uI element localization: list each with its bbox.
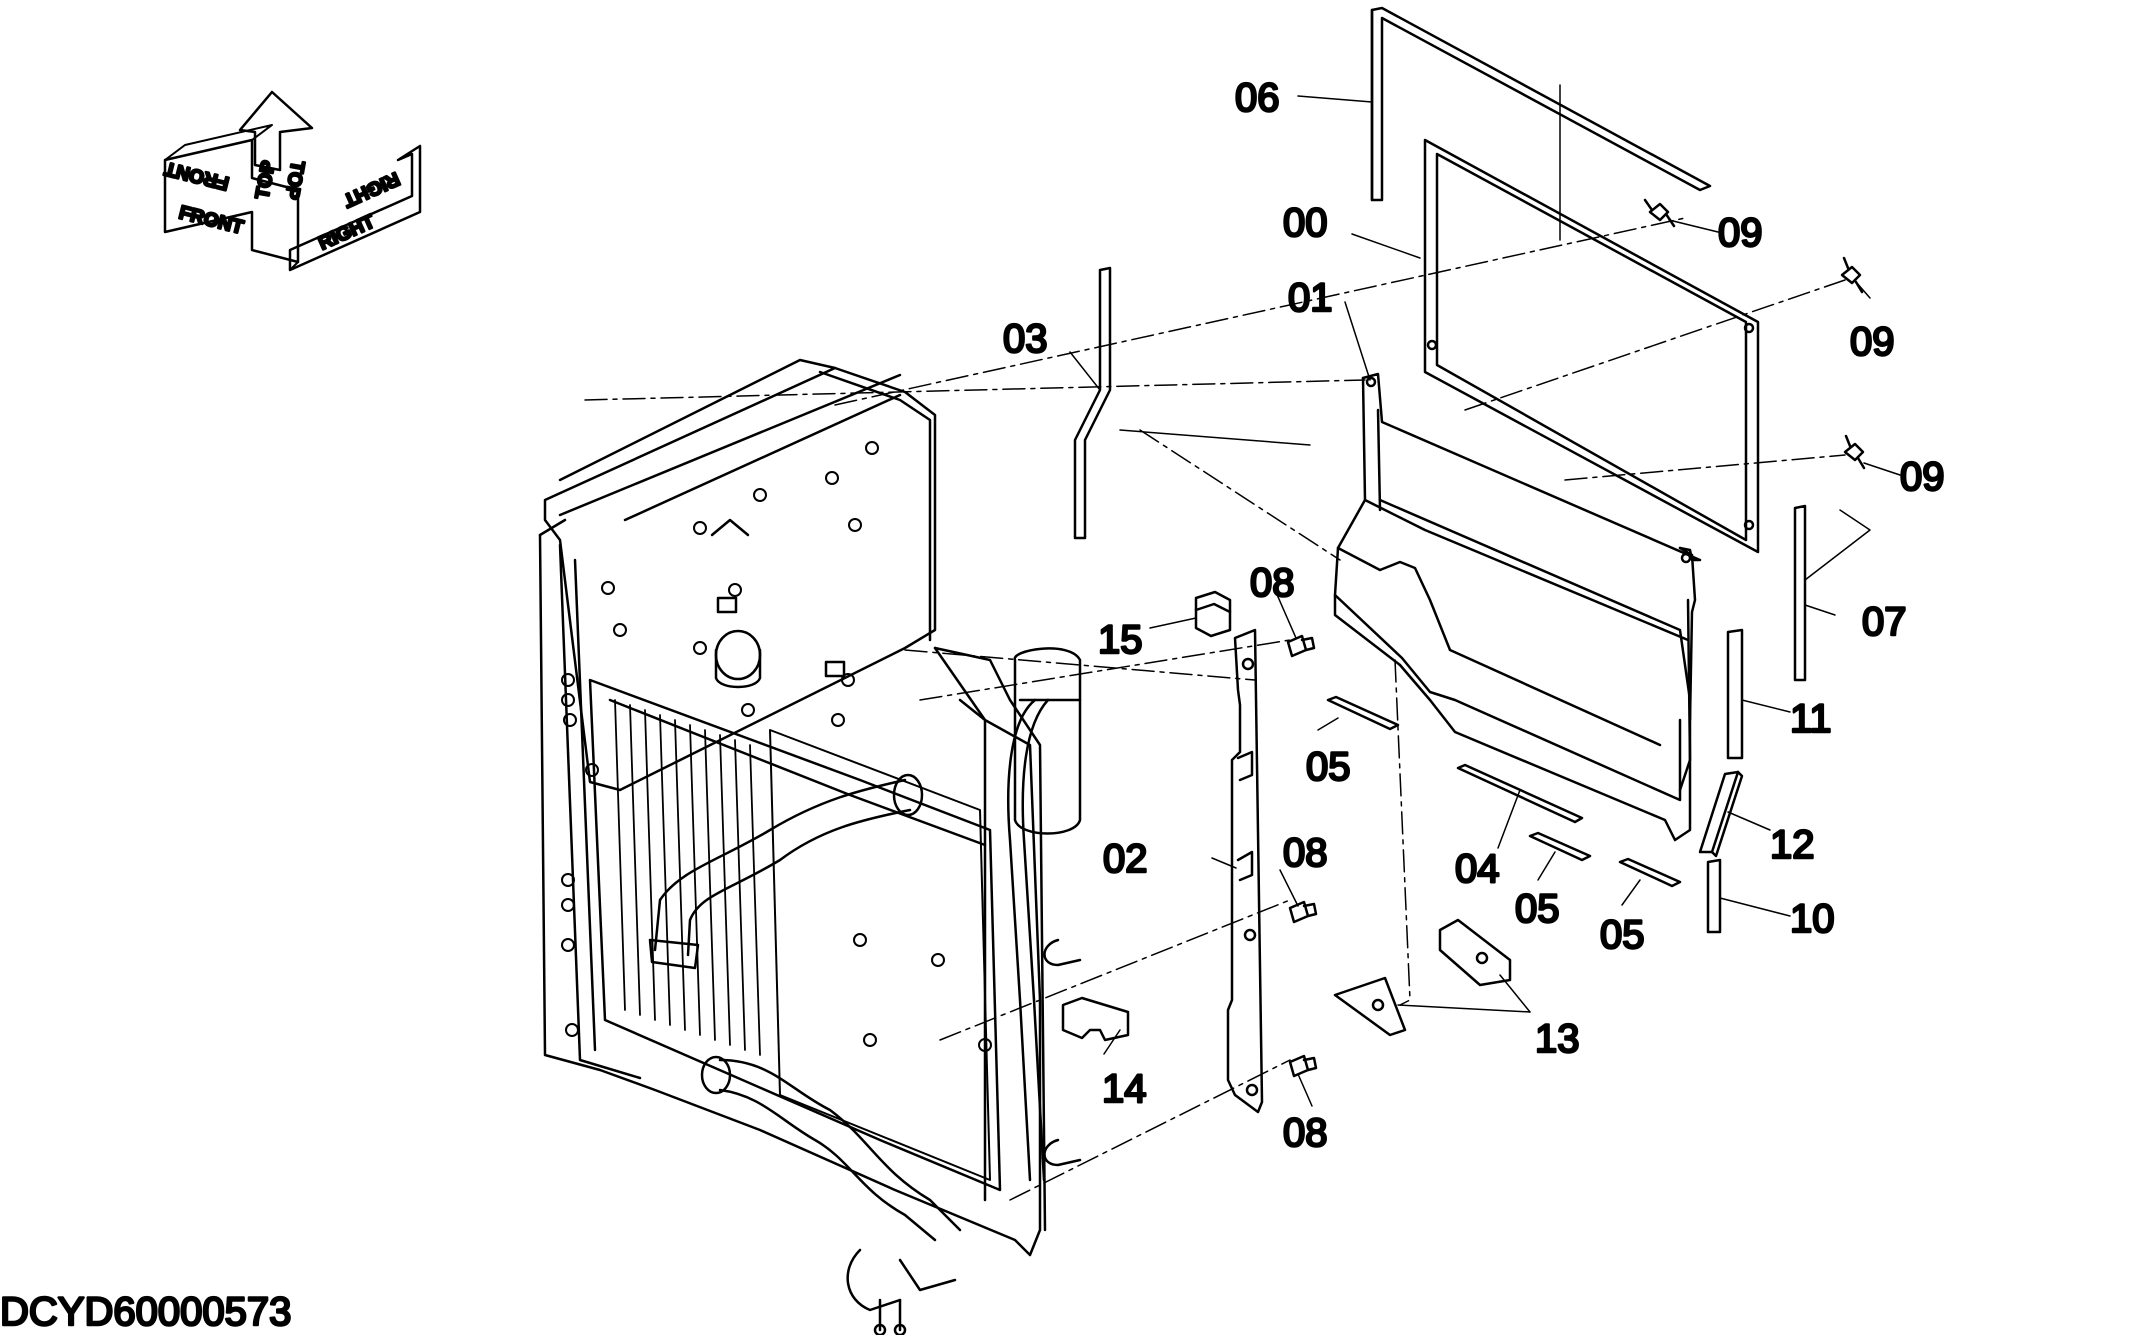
callout-12: 12 bbox=[1770, 823, 1815, 867]
part-02-plate bbox=[1226, 628, 1264, 1114]
part-01-cover bbox=[1333, 372, 1702, 842]
orientation-indicator: FRONT FRONT TOP TOP RIGHT RIGHT bbox=[161, 90, 422, 272]
callout-06: 06 bbox=[1235, 76, 1280, 120]
callout-08-a: 08 bbox=[1250, 561, 1295, 605]
part-15-seal bbox=[1194, 590, 1232, 638]
part-09-wingnut-c bbox=[1843, 434, 1866, 470]
callout-08-c: 08 bbox=[1283, 1111, 1328, 1155]
callout-13: 13 bbox=[1535, 1017, 1580, 1061]
callout-04: 04 bbox=[1455, 847, 1500, 891]
callout-09-b: 09 bbox=[1850, 320, 1895, 364]
part-12-seal bbox=[1698, 770, 1744, 858]
top-mirror-label: TOP bbox=[280, 159, 307, 201]
part-14-seal bbox=[1061, 996, 1130, 1042]
callout-14: 14 bbox=[1102, 1067, 1147, 1111]
part-13-bracket-right bbox=[1438, 918, 1512, 987]
assembly-guide-lines bbox=[584, 217, 1846, 1201]
part-09-wingnut-b bbox=[1840, 256, 1864, 294]
radiator-assembly bbox=[538, 358, 1082, 1337]
callout-01: 01 bbox=[1288, 276, 1333, 320]
right-label: RIGHT bbox=[315, 211, 378, 254]
callout-00: 00 bbox=[1283, 201, 1328, 245]
part-13-bracket-left bbox=[1333, 976, 1407, 1037]
callout-09-c: 09 bbox=[1900, 455, 1945, 499]
part-05-seal-a bbox=[1326, 695, 1400, 731]
callout-07: 07 bbox=[1862, 600, 1907, 644]
part-03-seal bbox=[1073, 266, 1112, 540]
part-11-seal bbox=[1726, 628, 1744, 760]
part-08-bolt-c bbox=[1288, 1054, 1318, 1078]
callout-05-c: 05 bbox=[1600, 913, 1645, 957]
part-08-bolt-b bbox=[1288, 900, 1318, 924]
callout-02: 02 bbox=[1103, 837, 1148, 881]
part-08-bolt-a bbox=[1286, 634, 1316, 658]
part-05-seal-c bbox=[1618, 857, 1682, 888]
part-05-seal-b bbox=[1528, 831, 1592, 862]
callout-15: 15 bbox=[1098, 618, 1143, 662]
part-00-screen bbox=[1423, 138, 1760, 554]
front-label: FRONT bbox=[177, 202, 246, 238]
callout-05-a: 05 bbox=[1306, 745, 1351, 789]
part-10-seal bbox=[1706, 858, 1722, 934]
callout-03: 03 bbox=[1003, 317, 1048, 361]
document-id: DCYD60000573 bbox=[0, 1290, 291, 1334]
callout-08-b: 08 bbox=[1283, 831, 1328, 875]
leader-lines bbox=[1069, 95, 1901, 1107]
part-06-seal bbox=[1370, 6, 1712, 202]
callout-10: 10 bbox=[1790, 897, 1835, 941]
part-07-seal bbox=[1793, 504, 1807, 682]
part-04-seal bbox=[1456, 763, 1584, 824]
callout-05-b: 05 bbox=[1515, 887, 1560, 931]
callout-11: 11 bbox=[1790, 697, 1832, 741]
callout-labels: 06 00 01 03 09 09 09 07 11 12 10 08 08 0… bbox=[1002, 75, 1946, 1157]
callout-09-a: 09 bbox=[1718, 211, 1763, 255]
front-mirror-label: FRONT bbox=[162, 157, 231, 193]
